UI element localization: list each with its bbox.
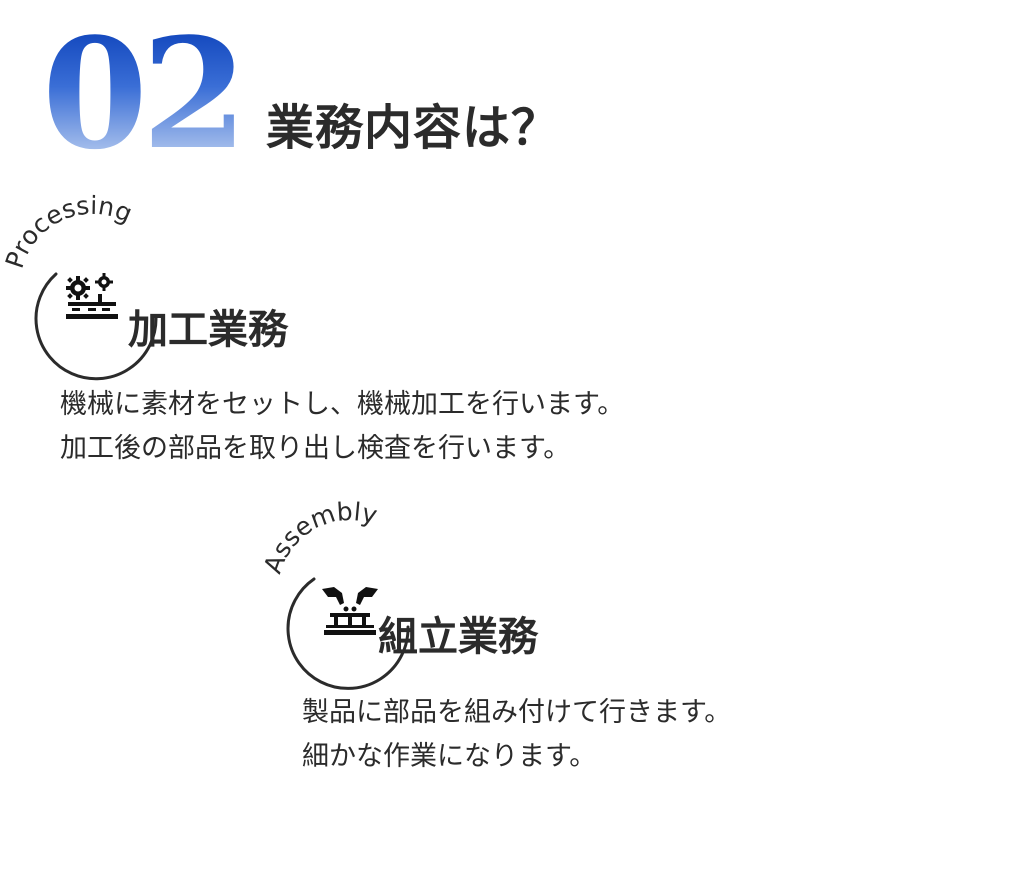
assembly-block: Assembly 組立業務 製品に部品を組み付けて行きます。 細かな作業になりま… xyxy=(258,497,818,795)
processing-badge-arc xyxy=(34,272,158,381)
assembly-description: 製品に部品を組み付けて行きます。 細かな作業になります。 xyxy=(302,691,731,779)
processing-description: 機械に素材をセットし、機械加工を行います。 加工後の部品を取り出し検査を行います… xyxy=(60,383,624,471)
assembly-badge-arc xyxy=(286,577,410,690)
section-number: 02 xyxy=(42,4,248,183)
processing-description-line-2: 加工後の部品を取り出し検査を行います。 xyxy=(60,433,571,464)
assembly-badge: Assembly xyxy=(258,497,410,690)
processing-badge-label: Processing xyxy=(0,191,137,272)
processing-block: Processing xyxy=(0,191,760,480)
processing-badge: Processing xyxy=(0,191,158,381)
hands-assembly-icon xyxy=(322,587,378,635)
assembly-description-line-1: 製品に部品を組み付けて行きます。 xyxy=(302,697,732,728)
assembly-description-line-2: 細かな作業になります。 xyxy=(302,741,597,772)
assembly-title: 組立業務 xyxy=(378,614,538,660)
processing-title: 加工業務 xyxy=(128,307,288,353)
processing-description-line-1: 機械に素材をセットし、機械加工を行います。 xyxy=(60,389,625,420)
gear-machine-icon xyxy=(66,273,118,319)
assembly-badge-label: Assembly xyxy=(258,497,380,577)
section-title: 業務内容は？ xyxy=(266,100,561,156)
